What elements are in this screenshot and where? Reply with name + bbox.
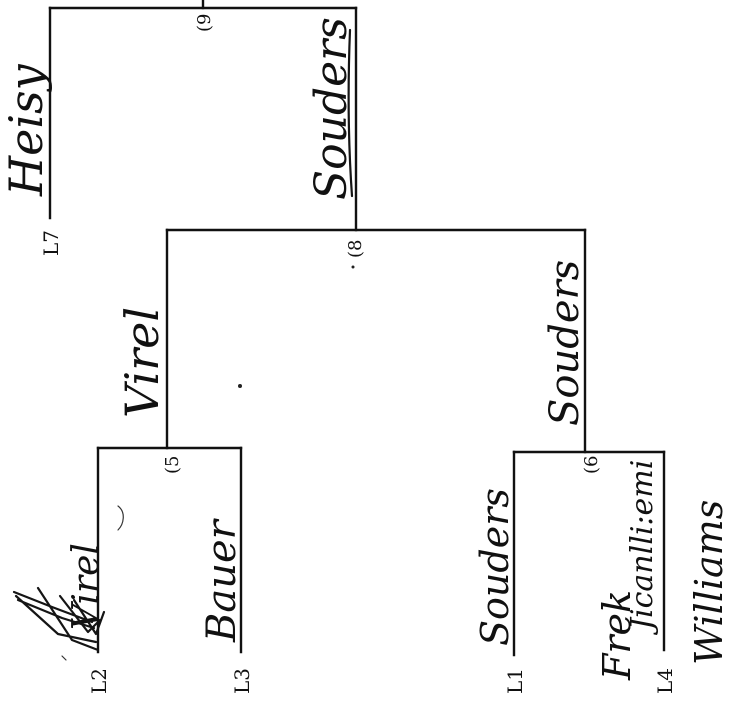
leaf-labels: L7 L2 L3 L1 L4 xyxy=(39,230,677,694)
leaf-label-l4: L4 xyxy=(653,668,677,694)
node-label-8: (8 xyxy=(345,240,366,258)
handwritten-williams: Williams xyxy=(687,500,731,665)
handwritten-virel-leaf: Virel xyxy=(66,543,107,630)
handwritten-souders-mid: Souders xyxy=(542,260,588,426)
handwritten-bauer: Bauer xyxy=(199,517,245,643)
leaf-label-l2: L2 xyxy=(87,668,111,694)
node-labels: (9 (8 (5 (6 xyxy=(162,14,602,474)
node-label-6: (6 xyxy=(581,456,602,474)
leaf-label-l3: L3 xyxy=(230,668,254,694)
handwritten-jicanlli: Jicanlli:emi xyxy=(625,460,660,636)
underline-stroke xyxy=(347,28,354,198)
handwritten-virel: Virel xyxy=(115,307,169,418)
scribble-corner-mark xyxy=(61,655,67,661)
scribble-marks xyxy=(12,28,354,661)
node-label-9: (9 xyxy=(194,14,215,32)
tree-branches xyxy=(48,0,666,657)
node-label-5: (5 xyxy=(162,456,183,474)
leaf-label-l7: L7 xyxy=(39,230,63,256)
leaf-label-l1: L1 xyxy=(503,668,527,694)
ink-dot xyxy=(238,384,242,388)
handwritten-annotations: Heisy Souders Virel Souders Virel Bauer … xyxy=(0,17,731,681)
handwritten-heisy: Heisy xyxy=(0,63,53,197)
scribble-squiggle xyxy=(117,505,124,531)
handwritten-frek: Frek xyxy=(595,590,639,681)
scribble-checkmark-icon xyxy=(12,586,106,652)
ink-dot xyxy=(351,265,355,269)
handwritten-souders-leaf: Souders xyxy=(473,488,517,646)
